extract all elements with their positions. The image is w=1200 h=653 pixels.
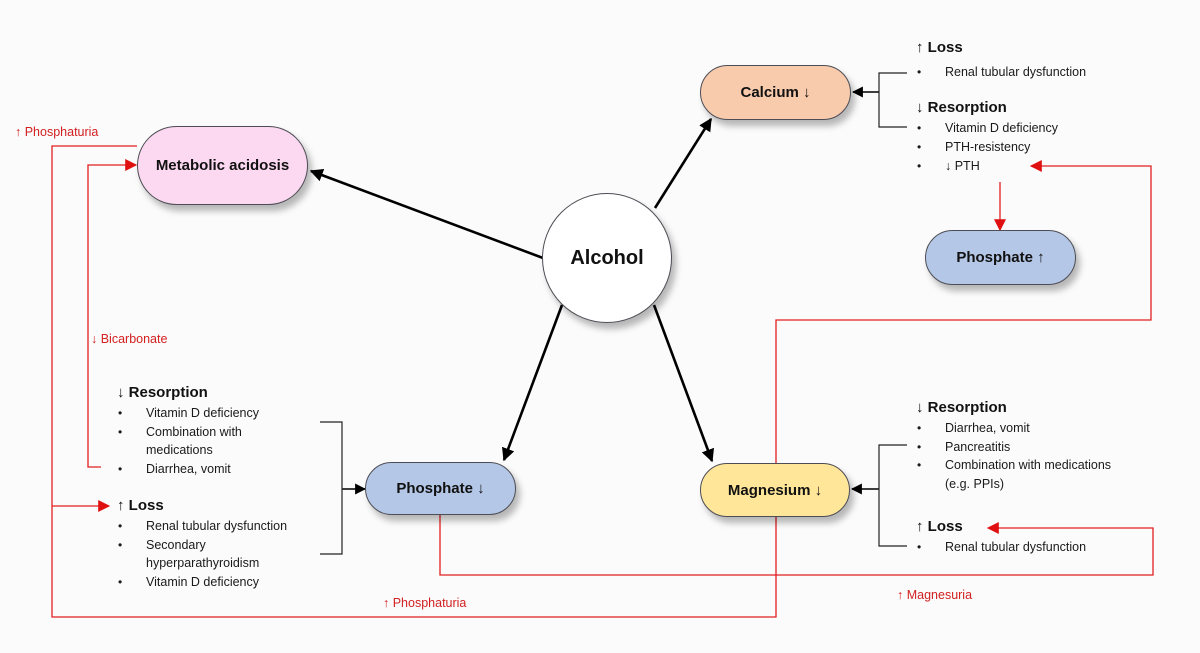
arrow-alcohol-to-phosphate-low — [502, 304, 564, 462]
list-item: Renal tubular dysfunction — [916, 63, 1086, 82]
magnesium-resorption-list: Diarrhea, vomit Pancreatitis Combination… — [916, 419, 1111, 493]
list-item: Pancreatitis — [916, 438, 1111, 457]
magnesium-resorption-heading: ↓ Resorption — [916, 399, 1007, 416]
phosphate-resorption-heading: ↓ Resorption — [117, 384, 208, 401]
calcium-resorption-list: Vitamin D deficiency PTH-resistency ↓ PT… — [916, 119, 1058, 176]
phosphate-low-node: Phosphate ↓ — [365, 462, 516, 515]
phosphate-resorption-list: Vitamin D deficiency Combination with me… — [117, 404, 259, 478]
calcium-loss-heading: ↑ Loss — [916, 39, 963, 56]
list-item: Combination with medications (e.g. PPIs) — [916, 456, 1111, 493]
bracket-magnesium-factors — [878, 444, 907, 547]
alcohol-label: Alcohol — [570, 246, 644, 269]
phosphate-loss-list: Renal tubular dysfunction Secondary hype… — [117, 517, 287, 591]
calcium-loss-list: Renal tubular dysfunction — [916, 63, 1086, 82]
metabolic-acidosis-node: Metabolic acidosis — [137, 126, 308, 205]
calcium-label: Calcium ↓ — [740, 84, 811, 101]
magnesium-loss-heading: ↑ Loss — [916, 518, 963, 535]
list-item: Secondary hyperparathyroidism — [117, 536, 287, 573]
list-item: PTH-resistency — [916, 138, 1058, 157]
bracket-calcium-factors — [878, 72, 907, 128]
list-item: Diarrhea, vomit — [916, 419, 1111, 438]
phosphaturia-bottom-label: ↑ Phosphaturia — [383, 596, 467, 610]
list-item: Vitamin D deficiency — [916, 119, 1058, 138]
list-item: Diarrhea, vomit — [117, 460, 259, 479]
list-item: Vitamin D deficiency — [117, 404, 259, 423]
magnesuria-label: ↑ Magnesuria — [897, 588, 973, 602]
list-item: Combination with medications — [117, 423, 259, 460]
calcium-node: Calcium ↓ — [700, 65, 851, 120]
calcium-resorption-heading: ↓ Resorption — [916, 99, 1007, 116]
phosphate-low-label: Phosphate ↓ — [396, 480, 485, 497]
list-item: ↓ PTH — [916, 157, 1058, 176]
phosphate-high-label: Phosphate ↑ — [956, 249, 1045, 266]
arrow-alcohol-to-magnesium — [652, 304, 715, 463]
red-path-magnesuria — [439, 515, 1154, 576]
magnesium-label: Magnesium ↓ — [727, 481, 823, 499]
bracket-phosphate-factors — [320, 421, 343, 555]
magnesium-node: Magnesium ↓ — [700, 463, 850, 517]
bicarbonate-label: ↓ Bicarbonate — [91, 332, 168, 346]
phosphate-high-node: Phosphate ↑ — [925, 230, 1076, 285]
list-item: Vitamin D deficiency — [117, 573, 287, 592]
list-item: Renal tubular dysfunction — [117, 517, 287, 536]
arrow-alcohol-to-metabolic-acidosis — [309, 169, 544, 260]
alcohol-node: Alcohol — [542, 193, 672, 323]
magnesium-loss-list: Renal tubular dysfunction — [916, 538, 1086, 557]
phosphaturia-top-label: ↑ Phosphaturia — [15, 125, 99, 139]
phosphate-loss-heading: ↑ Loss — [117, 497, 164, 514]
red-path-bicarbonate — [87, 159, 138, 468]
arrow-alcohol-to-calcium — [653, 117, 713, 209]
metabolic-acidosis-label: Metabolic acidosis — [155, 157, 290, 174]
list-item: Renal tubular dysfunction — [916, 538, 1086, 557]
